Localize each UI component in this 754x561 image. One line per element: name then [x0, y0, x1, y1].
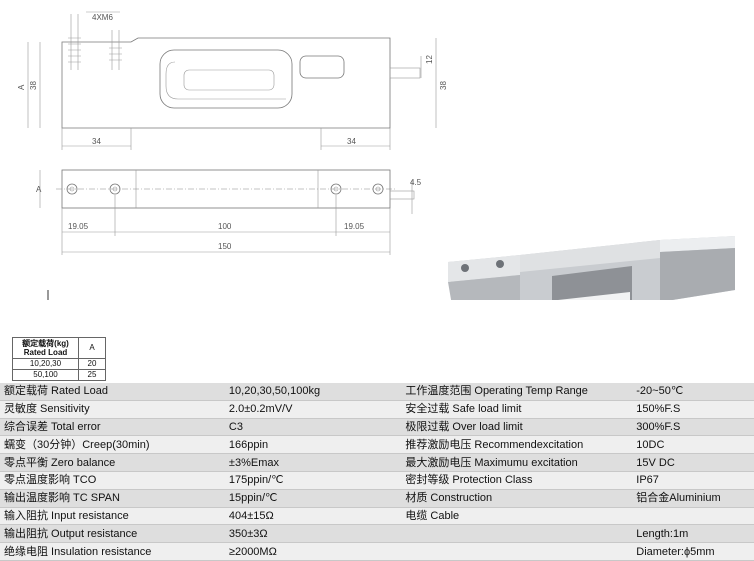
spec-label: 电缆 Cable [401, 507, 633, 526]
spec-value: ±3%Emax [224, 453, 402, 472]
spec-label: 灵敏度 Sensitivity [0, 400, 225, 419]
spec-value: 15ppin/℃ [224, 489, 402, 508]
dim-height-left-a: A [17, 84, 26, 90]
spec-value: Diameter:ϕ5mm [632, 542, 754, 561]
spec-value: 166ppin [224, 435, 402, 455]
technical-drawing: 4XM6 38 A 12 38 34 34 A 4.5 19.05 100 19… [17, 11, 735, 300]
spec-row: 绝缘电阻 Insulation resistance ≥2000MΩ Diame… [0, 542, 754, 561]
dim-34-left: 34 [92, 137, 101, 146]
spec-label: 密封等级 Protection Class [401, 471, 633, 490]
spec-row: 输入阻抗 Input resistance 404±15Ω 电缆 Cable [0, 507, 754, 526]
load-table-header-a: A [78, 337, 106, 359]
dim-height-left: 38 [29, 81, 38, 90]
load-table-cell: 25 [78, 369, 106, 381]
dim-height-right: 38 [439, 81, 448, 90]
spec-label: 最大激励电压 Maximumu excitation [401, 453, 633, 472]
spec-value: 150%F.S [632, 400, 754, 419]
spec-value: 10DC [632, 435, 754, 455]
spec-row: 综合误差 Total error C3 极限过载 Over load limit… [0, 418, 754, 437]
spec-value [632, 507, 754, 526]
dim-height-small: 12 [425, 55, 434, 64]
spec-row: 零点温度影响 TCO 175ppin/℃ 密封等级 Protection Cla… [0, 471, 754, 490]
spec-label: 极限过载 Over load limit [401, 418, 633, 437]
spec-table: 额定载荷 Rated Load 10,20,30,50,100kg 工作温度范围… [0, 383, 754, 561]
load-table-cell: 10,20,30 [12, 358, 79, 370]
spec-value: C3 [224, 418, 402, 437]
spec-row: 灵敏度 Sensitivity 2.0±0.2mV/V 安全过载 Safe lo… [0, 400, 754, 419]
plan-view [39, 169, 415, 255]
spec-label [401, 542, 633, 561]
load-cell-photo [448, 236, 735, 300]
spec-label: 额定载荷 Rated Load [0, 383, 225, 401]
spec-value: -20~50℃ [632, 383, 754, 401]
spec-label: 材质 Construction [401, 489, 633, 508]
spec-label: 零点平衡 Zero balance [0, 453, 225, 472]
spec-label: 推荐激励电压 Recommendexcitation [401, 435, 633, 455]
spec-row: 额定载荷 Rated Load 10,20,30,50,100kg 工作温度范围… [0, 383, 754, 401]
spec-label: 蠕变（30分钟）Creep(30min) [0, 435, 225, 455]
spec-value: 404±15Ω [224, 507, 402, 526]
spec-value: ≥2000MΩ [224, 542, 402, 561]
spec-row: 输出阻抗 Output resistance 350±3Ω Length:1m [0, 524, 754, 544]
dim-100: 100 [218, 222, 232, 231]
dim-1905-right: 19.05 [344, 222, 365, 231]
spec-label: 绝缘电阻 Insulation resistance [0, 542, 225, 561]
spec-value: 15V DC [632, 453, 754, 472]
load-table-header-load: 额定载荷(kg) Rated Load [12, 337, 79, 359]
spec-label: 输出阻抗 Output resistance [0, 524, 225, 544]
side-section-symbol [47, 290, 49, 300]
dim-34-right: 34 [347, 137, 356, 146]
spec-value: 铝合金Aluminium [632, 489, 754, 508]
dim-45: 4.5 [410, 178, 422, 187]
spec-value: 350±3Ω [224, 524, 402, 544]
dim-1905-left: 19.05 [68, 222, 89, 231]
dim-thread: 4XM6 [92, 13, 113, 22]
spec-label: 输出温度影响 TC SPAN [0, 489, 225, 508]
spec-value: IP67 [632, 471, 754, 490]
spec-value: 2.0±0.2mV/V [224, 400, 402, 419]
side-view [27, 11, 437, 150]
spec-label: 工作温度范围 Operating Temp Range [401, 383, 633, 401]
spec-label [401, 524, 633, 544]
spec-value: 175ppin/℃ [224, 471, 402, 490]
load-table-cell: 20 [78, 358, 106, 370]
dim-150: 150 [218, 242, 232, 251]
load-table: 额定载荷(kg) Rated Load A 10,20,30 20 50,100… [12, 337, 106, 381]
spec-value: 10,20,30,50,100kg [224, 383, 402, 401]
spec-label: 输入阻抗 Input resistance [0, 507, 225, 526]
spec-label: 零点温度影响 TCO [0, 471, 225, 490]
spec-row: 零点平衡 Zero balance ±3%Emax 最大激励电压 Maximum… [0, 453, 754, 472]
spec-row: 蠕变（30分钟）Creep(30min) 166ppin 推荐激励电压 Reco… [0, 435, 754, 455]
spec-value: Length:1m [632, 524, 754, 544]
spec-label: 安全过载 Safe load limit [401, 400, 633, 419]
spec-row: 输出温度影响 TC SPAN 15ppin/℃ 材质 Construction … [0, 489, 754, 508]
spec-label: 综合误差 Total error [0, 418, 225, 437]
dim-a-plan: A [36, 185, 42, 194]
load-table-cell: 50,100 [12, 369, 79, 381]
spec-value: 300%F.S [632, 418, 754, 437]
